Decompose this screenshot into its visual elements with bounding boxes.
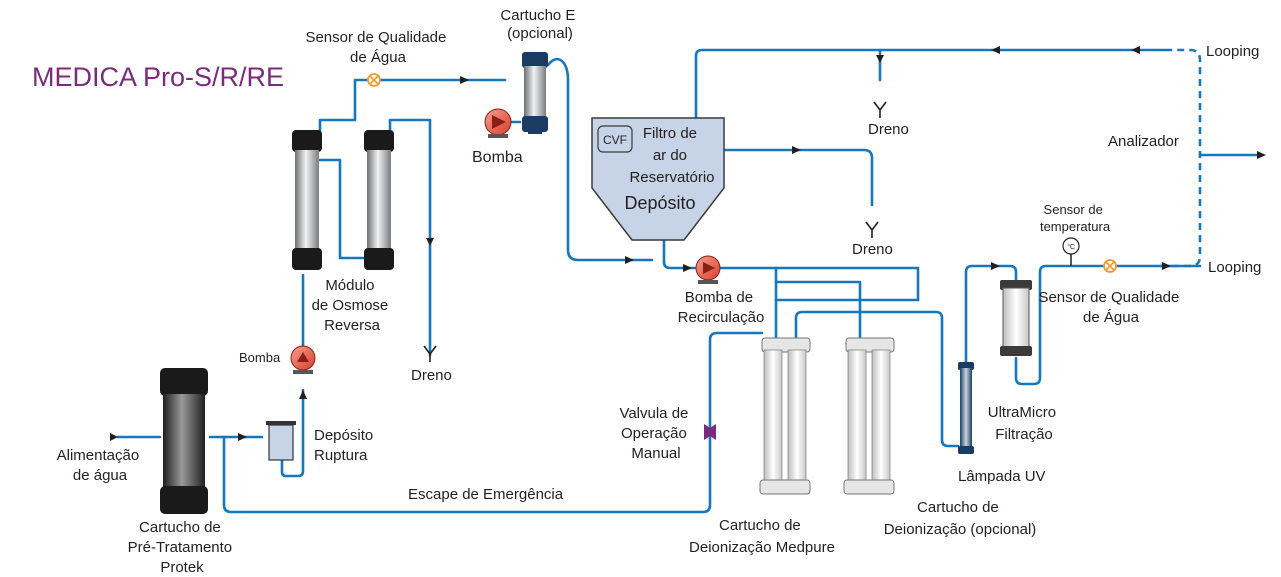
label-bomba-recirculacao: Bomba de Recirculação — [678, 289, 765, 326]
pump-top — [484, 108, 512, 138]
temperature-sensor: °C — [1062, 237, 1080, 266]
cvf-label: CVF — [603, 133, 627, 147]
label-dreno-1: Dreno — [411, 367, 452, 384]
label-filtro-ar: Filtro de ar do Reservatório — [629, 125, 714, 186]
label-deposito-ruptura: Depósito Ruptura — [314, 427, 377, 464]
label-cartucho-medpure: Cartucho de Deionização Medpure — [689, 517, 835, 556]
label-looping-top: Looping — [1206, 43, 1259, 60]
ro-module-right — [364, 130, 394, 270]
label-cartucho-e: Cartucho E (opcional) — [500, 7, 579, 42]
uv-lamp — [958, 362, 974, 454]
label-lampada-uv: Lâmpada UV — [958, 468, 1046, 485]
label-dreno-3: Dreno — [852, 241, 893, 258]
break-tank — [266, 421, 296, 461]
labels: Sensor de Qualidade de Água Cartucho E (… — [57, 7, 1262, 576]
label-cartucho-opcional: Cartucho de Deionização (opcional) — [884, 499, 1037, 538]
label-ultramicro: UltraMicro Filtração — [988, 404, 1061, 443]
pretreatment-cartridge — [160, 368, 208, 514]
label-valvula: Valvula de Operação Manual — [619, 405, 692, 462]
label-looping-bottom: Looping — [1208, 259, 1261, 276]
label-bomba-small: Bomba — [239, 350, 281, 365]
label-deposito: Depósito — [624, 193, 695, 213]
reservoir: CVF — [591, 117, 725, 241]
label-sensor-qualidade-1: Sensor de Qualidade de Água — [305, 29, 450, 66]
water-quality-sensor-1 — [367, 73, 381, 87]
pump-small — [290, 345, 316, 374]
diagram-title: MEDICA Pro-S/R/RE — [32, 62, 284, 92]
manual-valve — [704, 424, 716, 440]
cartridge-e — [522, 52, 548, 134]
label-escape-emergencia: Escape de Emergência — [408, 486, 564, 503]
drain-1 — [423, 345, 437, 362]
water-quality-sensor-2 — [1103, 259, 1117, 273]
drain-3 — [865, 221, 879, 238]
ultrafilter — [1000, 280, 1032, 356]
di-cartridge-medpure — [759, 337, 811, 495]
label-sensor-qualidade-2: Sensor de Qualidade de Água — [1038, 289, 1183, 326]
label-modulo-osmose: Módulo de Osmose Reversa — [312, 277, 393, 334]
label-analizador: Analizador — [1108, 133, 1179, 150]
di-cartridge-optional — [843, 337, 895, 495]
cvf-box — [597, 125, 633, 153]
label-sensor-temperatura: Sensor de temperatura — [1040, 202, 1111, 234]
recirculation-pump — [695, 255, 721, 284]
label-cartucho-pretratamento: Cartucho de Pré-Tratamento Protek — [128, 519, 237, 576]
temperature-symbol: °C — [1067, 243, 1075, 251]
label-alimentacao: Alimentação de água — [57, 447, 144, 484]
ro-module-left — [292, 130, 322, 270]
drain-2 — [873, 101, 887, 118]
label-dreno-2: Dreno — [868, 121, 909, 138]
flow-arrows — [110, 46, 1266, 441]
label-bomba-top: Bomba — [472, 149, 523, 166]
